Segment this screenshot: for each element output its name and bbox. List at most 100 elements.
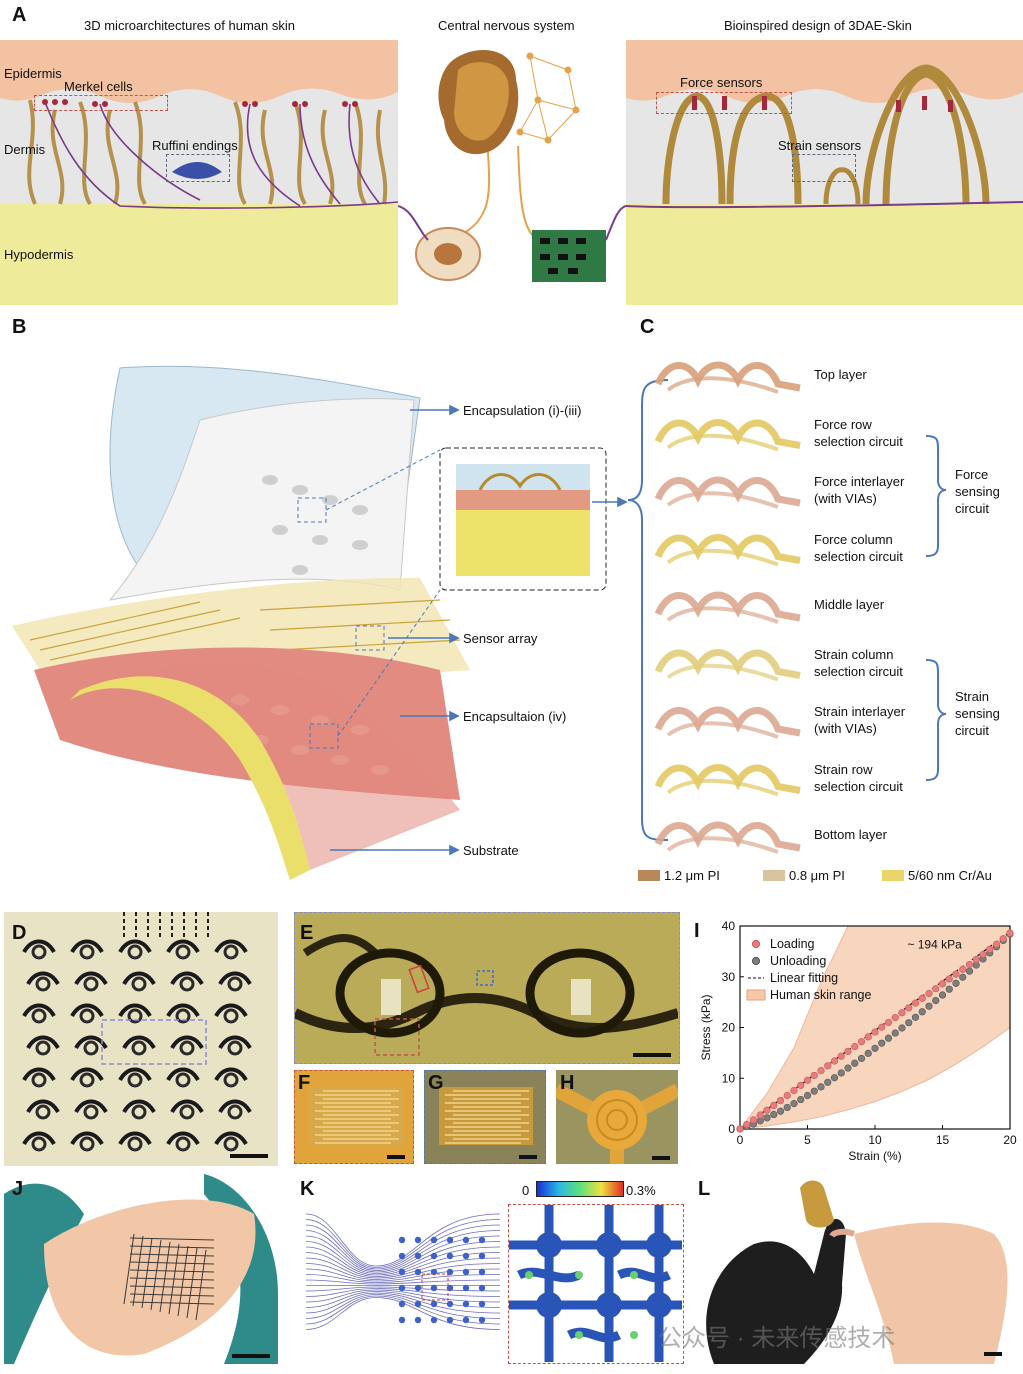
panel-e-letter: E — [300, 922, 314, 944]
sim-node — [414, 1300, 422, 1308]
loading-point — [810, 1071, 818, 1080]
unloading-point — [884, 1034, 893, 1042]
loading-point — [878, 1023, 886, 1031]
sim-node — [398, 1252, 406, 1260]
loading-point — [770, 1101, 778, 1110]
sensor-unit — [218, 971, 252, 992]
scale-bar-d — [230, 1154, 268, 1158]
loading-point — [911, 999, 920, 1007]
sim-node — [462, 1300, 470, 1308]
loading-point — [932, 985, 940, 993]
loading-point — [979, 950, 987, 959]
sim-node — [414, 1284, 422, 1292]
legend-swatch-pi-1-2 — [638, 870, 660, 881]
loading-point — [837, 1052, 845, 1060]
skin-cross-section-illustration — [0, 40, 398, 305]
sensor-unit — [22, 1003, 56, 1024]
panel-f-letter: F — [298, 1072, 311, 1094]
strain-sensing-group-label: Strain sensing circuit — [955, 688, 1023, 739]
sim-node — [398, 1316, 406, 1324]
strain-colorbar — [536, 1181, 624, 1197]
layer-label-2: Force row selection circuit — [814, 416, 903, 449]
legend-label-4: Human skin range — [770, 988, 871, 1002]
sim-node — [446, 1252, 454, 1260]
panel-h-photo — [552, 1070, 682, 1164]
loading-point — [783, 1091, 791, 1100]
sim-node — [446, 1236, 454, 1244]
unloading-point — [918, 1008, 926, 1016]
sim-node — [462, 1252, 470, 1260]
sim-node — [478, 1300, 486, 1308]
sim-node — [462, 1268, 470, 1276]
sensor-unit — [170, 1099, 204, 1120]
unloading-point — [959, 973, 967, 981]
encapsulation-iv-label: Encapsultaion (iv) — [463, 709, 567, 724]
sim-node — [414, 1252, 422, 1260]
sensor-unit — [214, 1131, 248, 1152]
loading-point — [824, 1062, 832, 1070]
unloading-point — [857, 1054, 866, 1063]
legend-label-3: Linear fitting — [770, 971, 838, 985]
layer-stack-illustration — [628, 361, 947, 854]
unloading-point — [932, 997, 940, 1005]
unloading-point — [878, 1039, 886, 1047]
force-sensing-group-text: Force sensing circuit — [955, 467, 1000, 516]
sim-node — [398, 1236, 406, 1244]
substrate-label: Substrate — [463, 843, 519, 858]
scale-bar-j — [232, 1354, 270, 1358]
layer-thumb-6 — [654, 649, 801, 682]
loading-point — [905, 1004, 913, 1012]
layer-thumb-8 — [654, 764, 801, 797]
sensor-unit — [26, 1035, 60, 1056]
panel-a-left-title: 3D microarchitectures of human skin — [84, 18, 295, 33]
panel-d-letter: D — [12, 922, 27, 944]
layer-label-1: Top layer — [814, 367, 867, 382]
panel-h-letter: H — [560, 1072, 575, 1094]
sim-node — [430, 1300, 438, 1308]
legend-label-pi-1-2: 1.2 μm PI — [664, 868, 720, 883]
sensor-unit — [170, 971, 204, 992]
unloading-point — [824, 1078, 832, 1086]
sensor-unit — [22, 1067, 56, 1088]
sensor-unit — [122, 1099, 156, 1120]
force-sensors-box — [656, 92, 792, 114]
layer-thumb-1 — [654, 361, 801, 394]
layer-thumb-7 — [654, 706, 801, 739]
loading-point — [938, 980, 947, 988]
sim-node — [414, 1316, 422, 1324]
loading-point — [945, 975, 953, 983]
x-axis-label: Strain (%) — [848, 1149, 901, 1163]
loading-point — [763, 1106, 771, 1114]
legend-marker-range — [746, 989, 766, 1001]
unloading-point — [810, 1087, 818, 1095]
y-axis-label: Stress (kPa) — [699, 994, 713, 1060]
sensor-unit — [118, 1067, 152, 1088]
panel-f-photo — [294, 1070, 414, 1164]
sim-node — [414, 1236, 422, 1244]
epidermis-label: Epidermis — [4, 66, 62, 81]
y-tick-label: 20 — [722, 1021, 736, 1035]
loading-point — [790, 1086, 798, 1095]
panel-g-letter: G — [428, 1072, 444, 1094]
layer-thumb-2 — [654, 419, 801, 452]
interdigitated-electrode-g — [439, 1087, 533, 1145]
sim-node — [478, 1236, 486, 1244]
sensor-unit — [74, 971, 108, 992]
loading-point — [992, 940, 1001, 948]
sim-node — [430, 1284, 438, 1292]
loading-point — [965, 960, 974, 969]
unloading-point — [837, 1069, 845, 1077]
sensor-unit — [22, 1131, 56, 1152]
unloading-point — [797, 1095, 805, 1104]
layer-label-9: Bottom layer — [814, 827, 887, 842]
unloading-point — [763, 1114, 771, 1122]
layer-label-4: Force column selection circuit — [814, 531, 903, 564]
sensor-unit — [218, 1099, 252, 1120]
panel-c-letter: C — [640, 316, 655, 338]
loading-point — [952, 970, 960, 978]
sensor-unit — [122, 1035, 156, 1056]
sensor-unit — [214, 939, 248, 960]
3dae-skin-illustration — [626, 40, 1023, 305]
